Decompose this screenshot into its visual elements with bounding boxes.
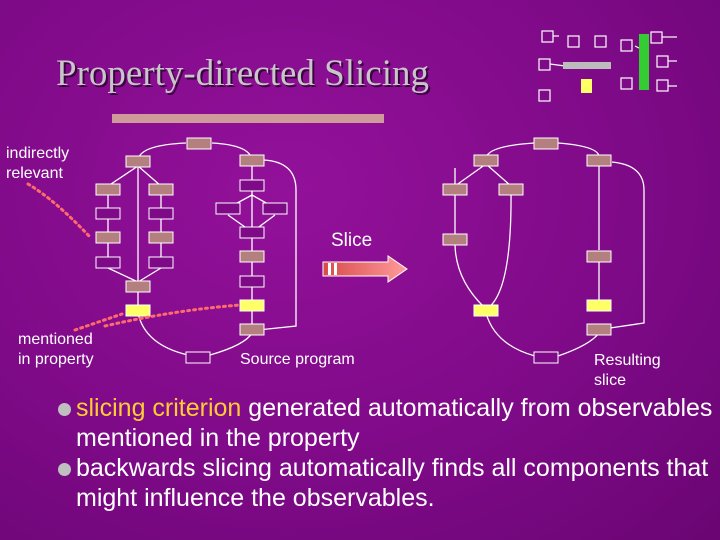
- slice-node-28: [586, 250, 612, 263]
- source-program-edges: [107, 142, 297, 356]
- bullet-1-highlight: slicing criterion: [76, 394, 242, 422]
- decorative-network-icon: [538, 30, 677, 102]
- slice-node-29: [473, 304, 499, 317]
- indirectly-relevant-label: indirectly relevant: [6, 144, 69, 184]
- source-node-0: [186, 137, 212, 150]
- slice-node-23: [473, 154, 499, 167]
- source-node-9: [95, 256, 121, 269]
- slice-node-22: [533, 137, 559, 150]
- source-node-21: [185, 351, 211, 364]
- mentioned-line-2: in property: [18, 351, 94, 368]
- source-node-6: [148, 207, 174, 220]
- bullet-list: slicing criterion generated automaticall…: [58, 393, 718, 513]
- source-node-11: [239, 179, 265, 192]
- slice-node-30: [586, 299, 612, 312]
- bullet-2-text: backwards slicing automatically finds al…: [76, 454, 709, 512]
- slice-label: Slice: [331, 230, 373, 251]
- source-node-15: [239, 250, 265, 263]
- title-underline: [112, 114, 384, 123]
- slice-node-27: [442, 233, 468, 246]
- indirectly-line-2: relevant: [6, 165, 63, 182]
- bullet-item-2: backwards slicing automatically finds al…: [58, 453, 718, 513]
- slice-node-26: [498, 183, 524, 196]
- slice-node-24: [586, 154, 612, 167]
- result-line-2: slice: [594, 372, 627, 389]
- source-node-19: [125, 304, 151, 317]
- source-node-16: [239, 275, 265, 288]
- source-node-10: [148, 256, 174, 269]
- result-slice-edges: [454, 142, 645, 357]
- result-line-1: Resulting: [594, 352, 661, 369]
- indirectly-leader: [26, 182, 92, 239]
- source-node-8: [148, 231, 174, 244]
- mentioned-leader-2: [103, 303, 242, 328]
- dotted-leaders: [26, 182, 242, 332]
- source-node-5: [95, 207, 121, 220]
- source-node-3: [95, 183, 121, 196]
- indirectly-line-1: indirectly: [6, 145, 70, 162]
- slice-node-32: [533, 351, 559, 364]
- source-node-2: [125, 155, 151, 168]
- slide-title: Property-directed Slicing: [56, 53, 429, 94]
- source-node-14: [239, 226, 265, 239]
- source-node-18: [239, 299, 265, 312]
- source-node-1: [239, 154, 265, 167]
- source-node-13: [262, 202, 288, 215]
- source-node-4: [148, 183, 174, 196]
- source-node-17: [125, 280, 151, 293]
- bullet-dot-icon: [58, 403, 71, 416]
- source-node-7: [95, 231, 121, 244]
- slice-node-31: [586, 323, 612, 336]
- source-node-12: [215, 202, 241, 215]
- source-program-label: Source program: [240, 351, 355, 368]
- slice-node-25: [442, 183, 468, 196]
- source-node-20: [239, 323, 265, 336]
- mentioned-in-property-label: mentioned in property: [18, 330, 94, 370]
- bullet-dot-icon: [58, 463, 71, 476]
- mentioned-line-1: mentioned: [18, 331, 93, 348]
- bullet-item-1: slicing criterion generated automaticall…: [58, 393, 718, 453]
- mentioned-leader: [73, 312, 124, 332]
- resulting-slice-label: Resulting slice: [594, 351, 661, 391]
- bullet-1-text: generated automatically from observables…: [76, 394, 713, 452]
- slice-arrow: [322, 255, 408, 283]
